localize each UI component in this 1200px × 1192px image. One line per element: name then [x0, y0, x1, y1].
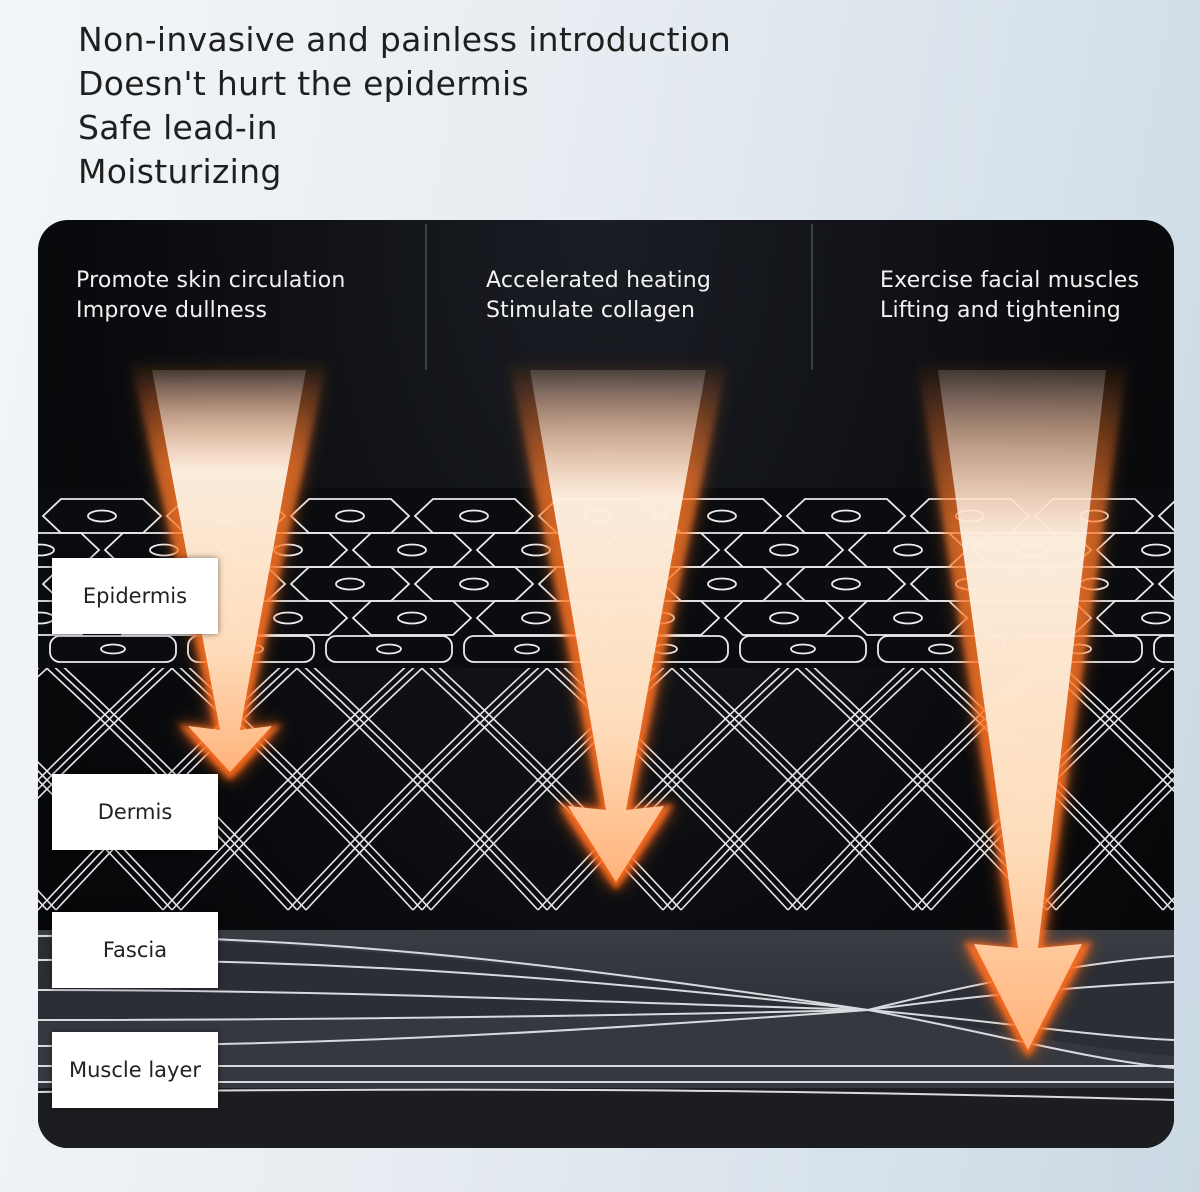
label-fascia: Fascia	[52, 912, 218, 988]
benefit-title: Exercise facial muscles	[880, 268, 1140, 293]
headline-line: Non-invasive and painless introduction	[78, 20, 732, 59]
benefit-subtitle: Lifting and tightening	[880, 298, 1121, 323]
benefit-subtitle: Improve dullness	[76, 298, 268, 323]
benefit-title: Promote skin circulation	[76, 268, 346, 293]
energy-arrow-icon	[130, 360, 328, 780]
cell-icon	[1153, 635, 1174, 663]
cell-icon	[49, 635, 177, 663]
cell-icon	[1095, 600, 1174, 636]
cell-icon	[723, 600, 845, 636]
cell-icon	[351, 600, 473, 636]
label-epidermis: Epidermis	[52, 558, 218, 634]
benefit-circulation: Promote skin circulation Improve dullnes…	[76, 266, 346, 326]
headline-line: Doesn't hurt the epidermis	[78, 64, 529, 103]
cell-icon	[38, 532, 101, 568]
benefit-heating: Accelerated heating Stimulate collagen	[486, 266, 711, 326]
energy-arrow-icon	[916, 360, 1128, 1058]
benefit-title: Accelerated heating	[486, 268, 712, 293]
skin-layer-diagram: Promote skin circulation Improve dullnes…	[38, 220, 1174, 1148]
headline-line: Safe lead-in	[78, 108, 278, 147]
cell-icon	[739, 635, 867, 663]
headline-line: Moisturizing	[78, 152, 282, 191]
column-dividers	[425, 224, 813, 370]
label-muscle-layer: Muscle layer	[52, 1032, 218, 1108]
label-dermis: Dermis	[52, 774, 218, 850]
skin-structure-illustration	[38, 224, 1174, 1148]
benefit-subtitle: Stimulate collagen	[486, 298, 696, 323]
energy-arrow-icon	[508, 360, 728, 890]
benefit-lifting: Exercise facial muscles Lifting and tigh…	[880, 266, 1139, 326]
energy-beams	[130, 360, 1128, 1058]
headline-list: Non-invasive and painless introduction D…	[78, 18, 731, 194]
cell-icon	[325, 635, 453, 663]
